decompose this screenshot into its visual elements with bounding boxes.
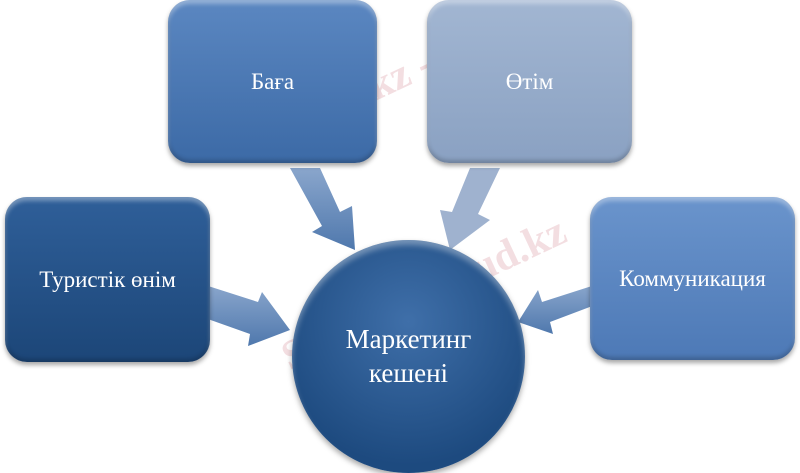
center-label-line2: кешені xyxy=(368,357,449,388)
arrow-right xyxy=(518,285,595,334)
node-price: Баға xyxy=(168,0,377,163)
node-label: Коммуникация xyxy=(619,265,766,291)
arrow-place xyxy=(440,168,500,250)
arrow-price xyxy=(290,168,355,250)
node-label: Баға xyxy=(250,68,295,94)
node-place: Өтім xyxy=(427,0,632,163)
node-tourist-product: Туристік өнім xyxy=(5,197,210,362)
node-label: Туристік өнім xyxy=(39,266,176,292)
node-communication: Коммуникация xyxy=(590,197,795,360)
node-label: Өтім xyxy=(505,68,554,94)
arrow-left xyxy=(205,285,290,346)
center-label-line1: Маркетинг xyxy=(345,323,472,354)
